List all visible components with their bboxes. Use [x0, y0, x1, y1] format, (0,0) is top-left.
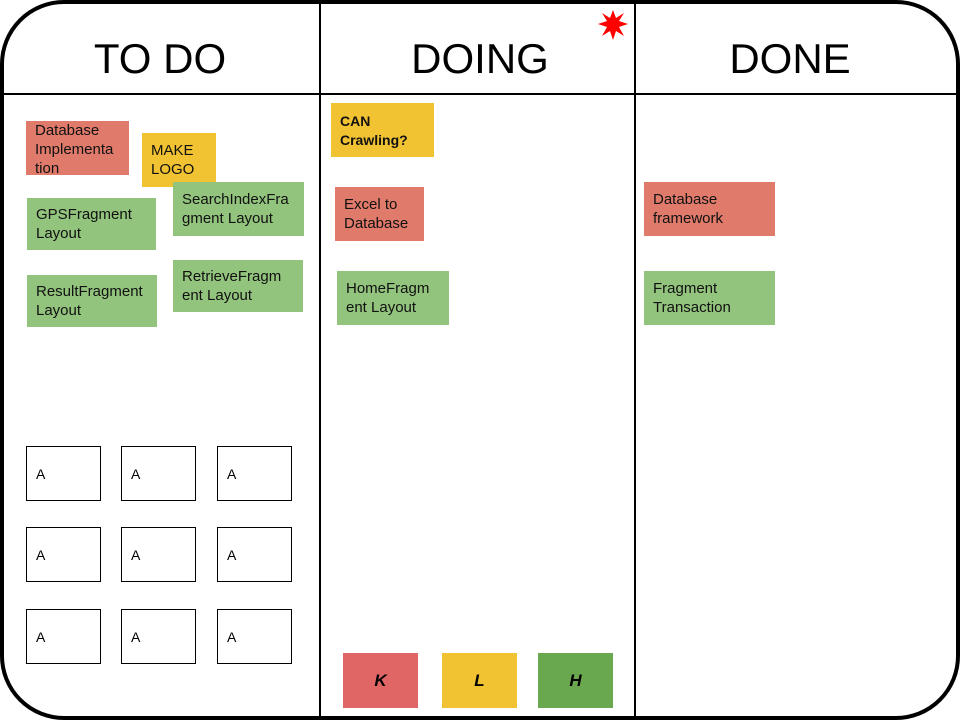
- column-header-doing: DOING: [411, 35, 549, 82]
- card-slot[interactable]: A: [217, 609, 292, 664]
- card-slot[interactable]: A: [121, 446, 196, 501]
- legend-l: L: [442, 653, 517, 708]
- note-gps-fragment[interactable]: GPSFragment Layout: [27, 198, 156, 250]
- legend-h: H: [538, 653, 613, 708]
- note-excel-to-database[interactable]: Excel to Database: [335, 187, 424, 241]
- note-result-fragment[interactable]: ResultFragment Layout: [27, 275, 157, 327]
- column-header-todo: TO DO: [93, 35, 227, 82]
- legend-k: K: [343, 653, 418, 708]
- card-slot[interactable]: A: [26, 527, 101, 582]
- note-database-implementation[interactable]: Database Implementa tion: [26, 121, 129, 175]
- note-fragment-transaction[interactable]: Fragment Transaction: [644, 271, 775, 325]
- card-slot[interactable]: A: [121, 527, 196, 582]
- card-slot[interactable]: A: [121, 609, 196, 664]
- note-can-crawling[interactable]: CAN Crawling?: [331, 103, 434, 157]
- note-make-logo[interactable]: MAKE LOGO: [142, 133, 216, 187]
- note-retrieve-fragment[interactable]: RetrieveFragm ent Layout: [173, 260, 303, 312]
- card-slot[interactable]: A: [26, 446, 101, 501]
- note-search-index-fragment[interactable]: SearchIndexFra gment Layout: [173, 182, 304, 236]
- note-database-framework[interactable]: Database framework: [644, 182, 775, 236]
- note-home-fragment[interactable]: HomeFragm ent Layout: [337, 271, 449, 325]
- starburst-icon: [598, 10, 628, 40]
- card-slot[interactable]: A: [217, 446, 292, 501]
- column-header-done: DONE: [729, 35, 851, 82]
- card-slot[interactable]: A: [217, 527, 292, 582]
- card-slot[interactable]: A: [26, 609, 101, 664]
